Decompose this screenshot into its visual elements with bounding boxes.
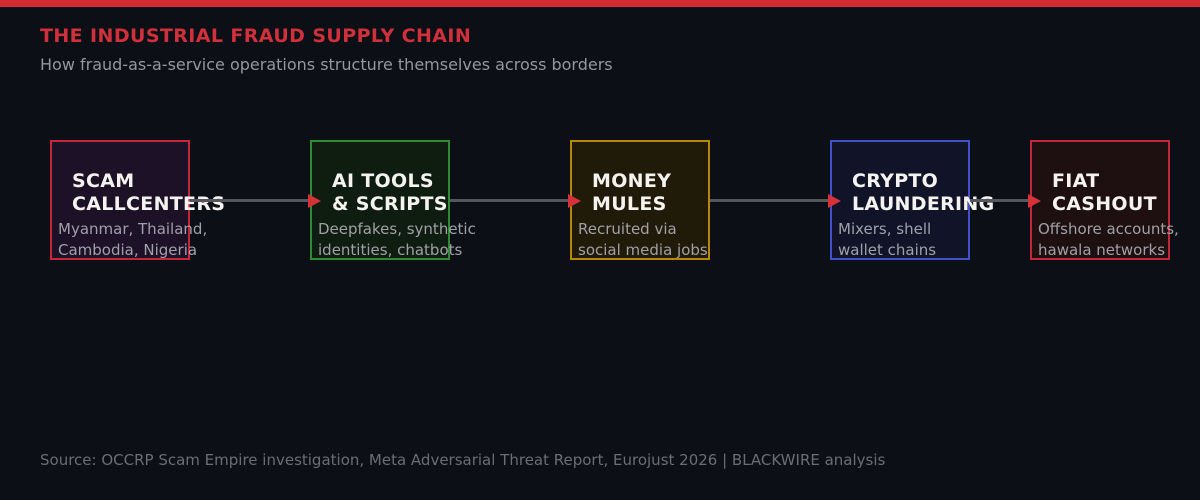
- stage-detail: Myanmar, Thailand, Cambodia, Nigeria: [52, 219, 208, 261]
- stage-title-line1: AI TOOLS: [332, 170, 434, 192]
- stage-detail-line1: Recruited via: [578, 220, 677, 238]
- arrowhead-icon: [828, 193, 841, 208]
- stage-title-line2: MULES: [592, 193, 667, 215]
- arrowhead-icon: [308, 193, 321, 208]
- stage-title-line1: MONEY: [592, 170, 672, 192]
- stage-box-fiat-cashout: FIAT CASHOUT Offshore accounts, hawala n…: [1030, 140, 1179, 261]
- stage-detail-line2: identities, chatbots: [318, 241, 463, 259]
- stage-detail: Recruited via social media jobs: [572, 219, 708, 261]
- stage-detail-line2: social media jobs: [578, 241, 708, 259]
- stage-box-ai-tools-scripts: AI TOOLS & SCRIPTS Deepfakes, synthetic …: [310, 140, 476, 261]
- stage-title-line2: LAUNDERING: [852, 193, 995, 215]
- stage-box-crypto-laundering: CRYPTO LAUNDERING Mixers, shell wallet c…: [830, 140, 995, 261]
- source-note: Source: OCCRP Scam Empire investigation,…: [40, 451, 886, 469]
- stage-detail-line2: wallet chains: [838, 241, 937, 259]
- stage-title-line2: CASHOUT: [1052, 193, 1157, 215]
- stage-title: MONEY MULES: [572, 170, 708, 216]
- stage-detail-line1: Myanmar, Thailand,: [58, 220, 208, 238]
- stage-detail-line2: hawala networks: [1038, 241, 1166, 259]
- stage-title-line1: SCAM: [72, 170, 135, 192]
- flow-arrow: [710, 193, 841, 208]
- stage-title-line2: & SCRIPTS: [332, 193, 448, 215]
- stage-detail-line1: Mixers, shell: [838, 220, 932, 238]
- flow-arrow: [450, 193, 581, 208]
- stage-title-line1: FIAT: [1052, 170, 1100, 192]
- flow-arrow: [970, 193, 1041, 208]
- top-accent-bar: [0, 0, 1200, 7]
- stage-box-money-mules: MONEY MULES Recruited via social media j…: [570, 140, 710, 260]
- stage-detail-line2: Cambodia, Nigeria: [58, 241, 198, 259]
- page-subtitle: How fraud-as-a-service operations struct…: [40, 55, 613, 74]
- stage-detail-line1: Deepfakes, synthetic: [318, 220, 476, 238]
- stage-detail-line1: Offshore accounts,: [1038, 220, 1179, 238]
- arrowhead-icon: [568, 193, 581, 208]
- stage-title-line2: CALLCENTERS: [72, 193, 226, 215]
- stage-title: FIAT CASHOUT: [1032, 170, 1168, 216]
- stage-title-line1: CRYPTO: [852, 170, 939, 192]
- stage-title: SCAM CALLCENTERS: [52, 170, 226, 216]
- arrowhead-icon: [1028, 193, 1041, 208]
- page-title: THE INDUSTRIAL FRAUD SUPPLY CHAIN: [40, 25, 472, 47]
- stage-detail: Deepfakes, synthetic identities, chatbot…: [312, 219, 476, 261]
- stage-detail: Mixers, shell wallet chains: [832, 219, 968, 261]
- stage-box-scam-callcenters: SCAM CALLCENTERS Myanmar, Thailand, Camb…: [50, 140, 226, 261]
- stage-detail: Offshore accounts, hawala networks: [1032, 219, 1179, 261]
- stage-title: CRYPTO LAUNDERING: [832, 170, 995, 216]
- stage-title: AI TOOLS & SCRIPTS: [312, 170, 448, 216]
- flow-arrow: [190, 193, 321, 208]
